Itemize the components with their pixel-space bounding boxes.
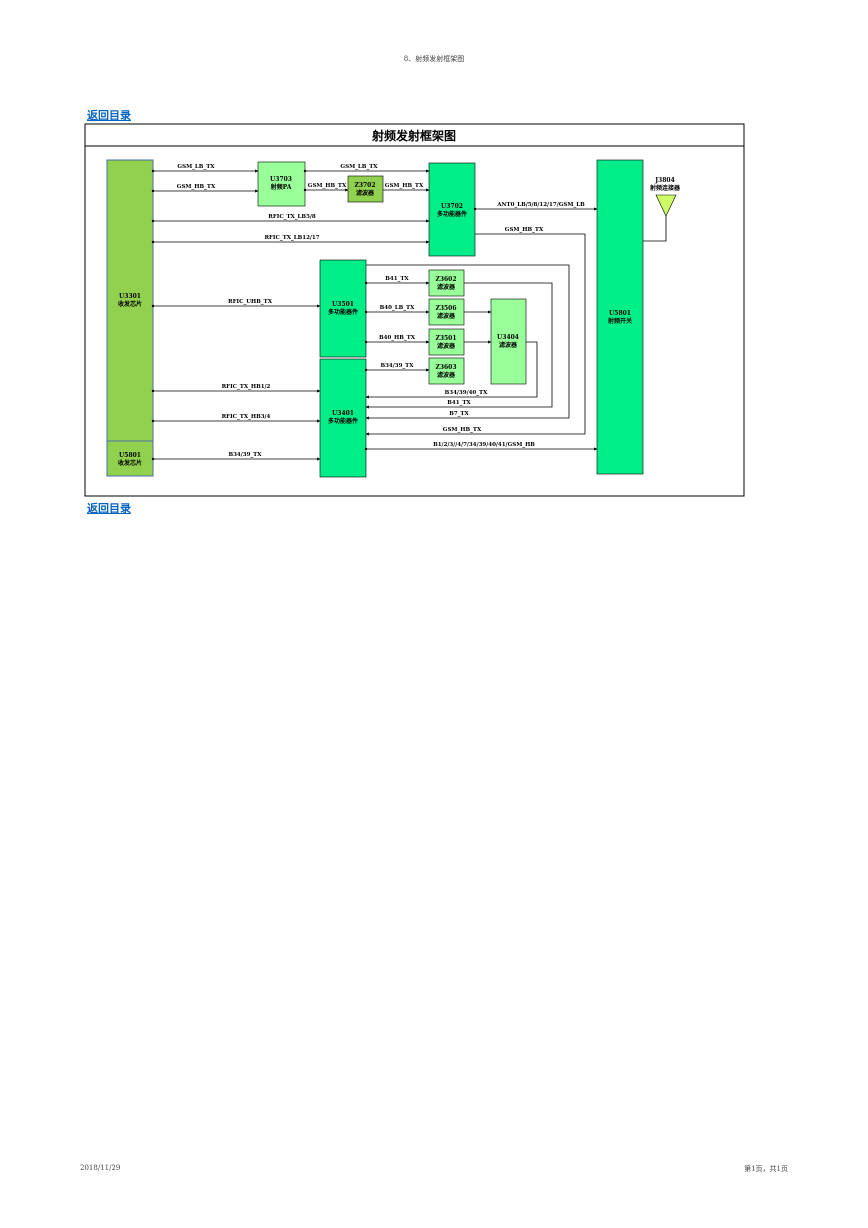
block-u3501 bbox=[319, 259, 367, 358]
diagram-title: 射频发射框架图 bbox=[371, 128, 456, 143]
block-u3401-id: U3401 bbox=[332, 410, 354, 417]
block-u3703 bbox=[257, 161, 306, 207]
block-u3301 bbox=[106, 159, 154, 442]
block-u3401 bbox=[319, 358, 367, 478]
label-ant0: ANT0_LB/5/8/12/17/GSM_LB bbox=[496, 202, 585, 208]
label-gsm-hb-tx-2: GSM_HB_TX bbox=[308, 183, 347, 189]
back-to-contents-link-bottom[interactable]: 返回目录 bbox=[87, 502, 131, 515]
page-header: 8、射频发射框架图 bbox=[403, 55, 465, 63]
block-u3301-id: U3301 bbox=[119, 293, 141, 300]
block-z3602-name: 滤波器 bbox=[437, 283, 456, 291]
connections bbox=[153, 169, 667, 461]
block-u5801-transceiver-id: U5801 bbox=[119, 452, 141, 459]
antenna-icon bbox=[655, 194, 677, 217]
footer-date: 2018/11/29 bbox=[80, 1164, 121, 1172]
block-u3501-id: U3501 bbox=[332, 301, 354, 308]
block-z3501-name: 滤波器 bbox=[437, 342, 456, 350]
label-b41-tx-2: B41_TX bbox=[447, 400, 471, 406]
block-z3603 bbox=[428, 357, 465, 385]
block-z3501 bbox=[428, 328, 465, 356]
label-gsm-hb-tx-5: GSM_HB_TX bbox=[443, 427, 482, 433]
block-z3506 bbox=[428, 298, 465, 326]
block-z3702 bbox=[347, 175, 384, 203]
block-j3804-name: 射频连接器 bbox=[649, 184, 681, 192]
block-u5801-switch bbox=[596, 159, 644, 475]
block-u5801-transceiver bbox=[106, 440, 154, 477]
label-b41-tx-1: B41_TX bbox=[385, 276, 409, 282]
block-u3702-id: U3702 bbox=[441, 203, 463, 210]
block-z3602-id: Z3602 bbox=[435, 276, 456, 283]
block-z3702-id: Z3702 bbox=[354, 182, 375, 189]
footer-page-number: 第1页，共1页 bbox=[744, 1165, 788, 1173]
block-u3702 bbox=[428, 162, 476, 257]
block-z3603-name: 滤波器 bbox=[437, 371, 456, 379]
block-u3404-name: 滤波器 bbox=[499, 341, 518, 349]
label-b343940-tx: B34/39/40_TX bbox=[445, 390, 488, 396]
label-gsm-lb-tx-2: GSM_LB_TX bbox=[340, 164, 378, 170]
label-b-all: B1/2/3//4/7/34/39/40/41/GSM_HB bbox=[433, 442, 535, 448]
label-rfic-tx-lb1217: RFIC_TX_LB12/17 bbox=[264, 235, 319, 241]
block-u3703-name: 射频PA bbox=[270, 183, 292, 191]
label-b7-tx: B7_TX bbox=[449, 411, 469, 417]
back-to-contents-link-top[interactable]: 返回目录 bbox=[87, 109, 131, 122]
block-u3401-name: 多功能器件 bbox=[328, 417, 358, 425]
block-u5801-transceiver-name: 收发芯片 bbox=[118, 459, 142, 467]
label-rfic-tx-lb58: RFIC_TX_LB5/8 bbox=[268, 214, 316, 220]
block-u3703-id: U3703 bbox=[270, 176, 292, 183]
block-u3501-name: 多功能器件 bbox=[328, 308, 358, 316]
label-rfic-uhb-tx: RFIC_UHB_TX bbox=[228, 299, 273, 305]
label-gsm-hb-tx-4: GSM_HB_TX bbox=[505, 227, 544, 233]
block-u5801-switch-name: 射频开关 bbox=[607, 317, 632, 325]
block-z3501-id: Z3501 bbox=[435, 335, 456, 342]
block-j3804-id: J3804 bbox=[654, 177, 675, 184]
diagram-frame bbox=[84, 123, 745, 497]
label-gsm-hb-tx-1: GSM_HB_TX bbox=[177, 184, 216, 190]
label-rfic-tx-hb34: RFIC_TX_HB3/4 bbox=[222, 414, 271, 420]
label-gsm-hb-tx-3: GSM_HB_TX bbox=[385, 183, 424, 189]
block-z3506-name: 滤波器 bbox=[437, 312, 456, 320]
block-z3702-name: 滤波器 bbox=[356, 189, 375, 197]
label-b3439-tx-1: B34/39_TX bbox=[380, 363, 414, 369]
connection-dots bbox=[151, 169, 477, 461]
block-u5801-switch-id: U5801 bbox=[609, 310, 631, 317]
block-u3301-name: 收发芯片 bbox=[118, 300, 142, 308]
label-rfic-tx-hb12: RFIC_TX_HB1/2 bbox=[222, 384, 271, 390]
label-b3439-tx-2: B34/39_TX bbox=[228, 452, 262, 458]
block-u3404 bbox=[490, 298, 527, 385]
block-u3702-name: 多功能器件 bbox=[437, 210, 467, 218]
label-b40-hb-tx: B40_HB_TX bbox=[379, 335, 416, 341]
block-z3603-id: Z3603 bbox=[435, 364, 456, 371]
label-b40-lb-tx: B40_LB_TX bbox=[380, 305, 415, 311]
block-u3404-id: U3404 bbox=[497, 334, 519, 341]
block-z3602 bbox=[428, 269, 465, 297]
label-gsm-lb-tx-1: GSM_LB_TX bbox=[177, 164, 215, 170]
block-z3506-id: Z3506 bbox=[435, 305, 456, 312]
